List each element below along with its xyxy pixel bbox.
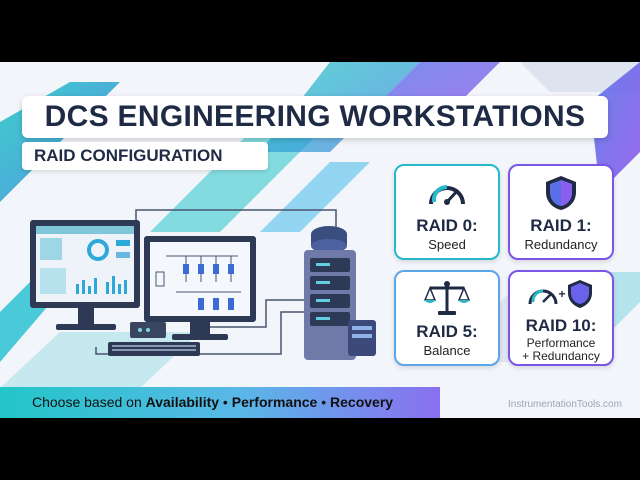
footer-item-performance: Performance (231, 394, 318, 410)
raid-0-desc: Speed (428, 237, 466, 252)
raid-1-desc: Redundancy (524, 237, 598, 252)
raid-0-title: RAID 0: (416, 216, 478, 235)
network-cable (206, 299, 306, 328)
footer-prefix: Choose based on (32, 394, 146, 410)
speedometer-icon (429, 184, 465, 205)
footer-separator: • (317, 394, 331, 410)
page-subtitle: RAID CONFIGURATION (34, 146, 223, 165)
server-tower (304, 226, 376, 360)
raid-5-title: RAID 5: (416, 322, 478, 341)
raid-5-desc: Balance (423, 343, 471, 358)
footer-item-availability: Availability (145, 394, 220, 410)
balance-scale-icon (424, 281, 470, 315)
shield-icon (546, 176, 576, 210)
raid-10-desc-line1: Performance (526, 336, 596, 350)
raid-10-desc-line2: + Redundancy (522, 349, 600, 363)
raid-1-title: RAID 1: (530, 216, 592, 235)
footer-item-recovery: Recovery (330, 394, 394, 410)
plus-sign: + (558, 287, 565, 301)
subtitle-banner: RAID CONFIGURATION (22, 142, 268, 170)
footer-bar (0, 387, 440, 418)
speedometer-plus-shield-icon: + (528, 280, 592, 308)
title-banner: DCS ENGINEERING WORKSTATIONS (22, 96, 608, 138)
footer: Choose based on Availability • Performan… (0, 387, 640, 418)
raid-1-card: RAID 1: Redundancy (508, 164, 614, 260)
infographic: DCS ENGINEERING WORKSTATIONS RAID CONFIG… (0, 62, 640, 418)
network-cable (95, 311, 306, 355)
right-monitor (144, 236, 256, 340)
raid-5-card: RAID 5: Balance (394, 270, 500, 366)
raid-0-card: RAID 0: Speed (394, 164, 500, 260)
raid-10-title: RAID 10: (525, 316, 597, 335)
keyboard (108, 342, 200, 356)
watermark: InstrumentationTools.com (508, 399, 622, 410)
page-title: DCS ENGINEERING WORKSTATIONS (44, 100, 586, 133)
raid-10-card: + RAID 10: Performance + Redundancy (508, 270, 614, 366)
footer-separator: • (219, 394, 232, 410)
workstation-illustration (30, 209, 376, 360)
left-monitor (30, 220, 140, 330)
footer-text: Choose based on Availability • Performan… (32, 394, 393, 410)
